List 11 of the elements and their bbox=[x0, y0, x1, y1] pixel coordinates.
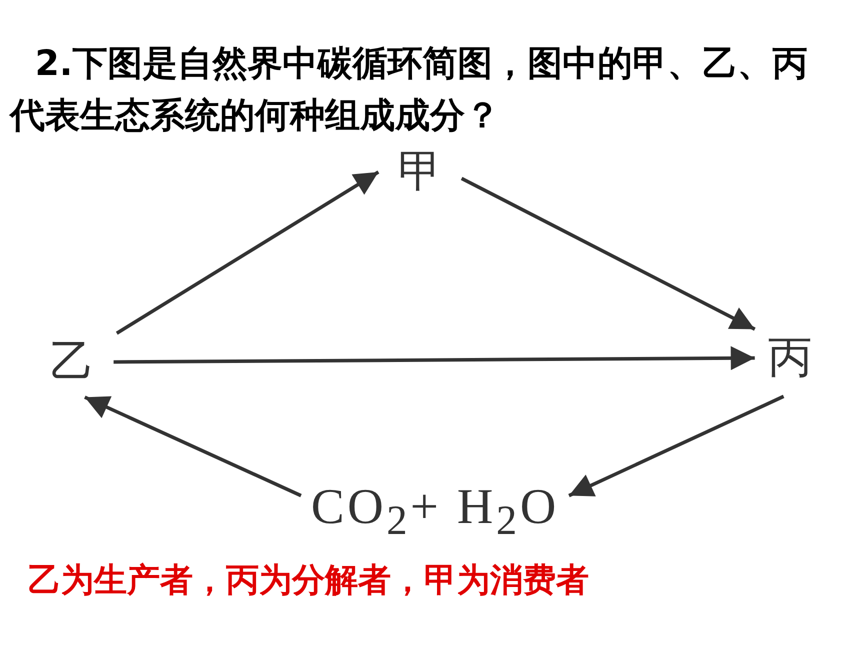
arrow bbox=[84, 396, 302, 498]
node-label: 乙 bbox=[50, 340, 94, 384]
arrow bbox=[460, 176, 756, 331]
node-label: CO$_{2}$+ H$_{2}$O bbox=[311, 481, 560, 543]
node-label: 丙 bbox=[768, 336, 812, 380]
arrow bbox=[116, 170, 380, 335]
node-label: 甲 bbox=[398, 150, 442, 194]
answer-text: 乙为生产者，丙为分解者，甲为消费者 bbox=[28, 560, 589, 600]
arrow bbox=[114, 346, 755, 370]
question-text: 2.下图是自然界中碳循环简图，图中的甲、乙、丙代表生态系统的何种组成成分？ bbox=[10, 43, 809, 138]
arrow bbox=[568, 394, 784, 498]
